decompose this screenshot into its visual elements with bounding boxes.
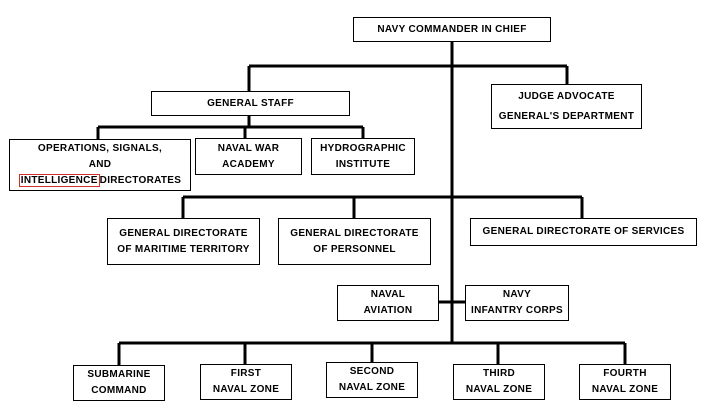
naval-aviation-label: NAVAL AVIATION (364, 287, 413, 319)
judge-advocate-box: JUDGE ADVOCATE GENERAL'S DEPARTMENT (491, 84, 642, 129)
submarine-command-box: SUBMARINE COMMAND (73, 365, 165, 401)
submarine-line1: SUBMARINE (87, 369, 151, 380)
second-zone-line1: SECOND (349, 366, 395, 377)
judge-advocate-label: JUDGE ADVOCATE GENERAL'S DEPARTMENT (499, 87, 634, 127)
personnel-line1: GENERAL DIRECTORATE (290, 227, 419, 239)
personnel-box: GENERAL DIRECTORATE OF PERSONNEL (278, 218, 431, 265)
general-staff-box: GENERAL STAFF (151, 91, 350, 116)
hydrographic-line1: HYDROGRAPHIC (320, 142, 406, 154)
naval-war-academy-line1: NAVAL WAR (217, 142, 280, 154)
personnel-label: GENERAL DIRECTORATE OF PERSONNEL (290, 226, 419, 258)
maritime-territory-line2: OF MARITIME TERRITORY (117, 243, 250, 255)
naval-war-academy-label: NAVAL WAR ACADEMY (218, 141, 280, 173)
infantry-corps-line1: NAVY (502, 289, 532, 300)
first-zone-label: FIRST NAVAL ZONE (213, 366, 279, 398)
services-text: GENERAL DIRECTORATE OF SERVICES (482, 226, 685, 237)
maritime-territory-box: GENERAL DIRECTORATE OF MARITIME TERRITOR… (107, 218, 260, 265)
naval-aviation-line2: AVIATION (363, 305, 413, 316)
first-naval-zone-box: FIRST NAVAL ZONE (200, 364, 292, 400)
maritime-territory-line1: GENERAL DIRECTORATE (119, 227, 248, 239)
operations-line2: AND (88, 159, 112, 170)
fourth-zone-line1: FOURTH (603, 368, 647, 379)
intelligence-highlight: INTELLIGENCE (18, 174, 100, 187)
fourth-zone-label: FOURTH NAVAL ZONE (592, 366, 658, 398)
operations-line1: OPERATIONS, SIGNALS, (37, 143, 163, 154)
first-zone-line1: FIRST (230, 368, 262, 379)
infantry-corps-box: NAVY INFANTRY CORPS (465, 285, 569, 321)
naval-war-academy-box: NAVAL WAR ACADEMY (195, 138, 302, 175)
judge-advocate-line1: JUDGE ADVOCATE (518, 90, 615, 102)
third-zone-label: THIRD NAVAL ZONE (466, 366, 532, 398)
third-naval-zone-box: THIRD NAVAL ZONE (453, 364, 545, 400)
second-zone-line2: NAVAL ZONE (338, 382, 406, 393)
maritime-territory-label: GENERAL DIRECTORATE OF MARITIME TERRITOR… (117, 226, 249, 258)
general-staff-text: GENERAL STAFF (207, 97, 294, 109)
submarine-line2: COMMAND (91, 385, 147, 396)
hydrographic-line2: INSTITUTE (335, 158, 391, 170)
services-box: GENERAL DIRECTORATE OF SERVICES (470, 218, 697, 246)
operations-directorates-text: DIRECTORATES (99, 175, 182, 186)
third-zone-line1: THIRD (482, 368, 516, 379)
services-label: GENERAL DIRECTORATE OF SERVICES (483, 224, 685, 240)
fourth-naval-zone-box: FOURTH NAVAL ZONE (579, 364, 671, 400)
fourth-zone-line2: NAVAL ZONE (591, 384, 659, 395)
first-zone-line2: NAVAL ZONE (212, 384, 280, 395)
third-zone-line2: NAVAL ZONE (465, 384, 533, 395)
hydrographic-label: HYDROGRAPHIC INSTITUTE (320, 141, 406, 173)
navy-commander-box: NAVY COMMANDER IN CHIEF (353, 17, 551, 42)
judge-advocate-line2: GENERAL'S DEPARTMENT (498, 110, 635, 122)
naval-aviation-line1: NAVAL (370, 289, 406, 300)
navy-commander-text: NAVY COMMANDER IN CHIEF (377, 23, 527, 35)
general-staff-label: GENERAL STAFF (207, 96, 294, 112)
navy-commander-label: NAVY COMMANDER IN CHIEF (377, 22, 526, 38)
second-zone-label: SECOND NAVAL ZONE (339, 364, 405, 396)
naval-aviation-box: NAVAL AVIATION (337, 285, 439, 321)
submarine-command-label: SUBMARINE COMMAND (87, 367, 150, 399)
personnel-line2: OF PERSONNEL (313, 243, 396, 255)
naval-war-academy-line2: ACADEMY (222, 158, 275, 170)
second-naval-zone-box: SECOND NAVAL ZONE (326, 362, 418, 398)
hydrographic-institute-box: HYDROGRAPHIC INSTITUTE (311, 138, 415, 175)
infantry-corps-label: NAVY INFANTRY CORPS (471, 287, 563, 319)
infantry-corps-line2: INFANTRY CORPS (471, 305, 563, 316)
